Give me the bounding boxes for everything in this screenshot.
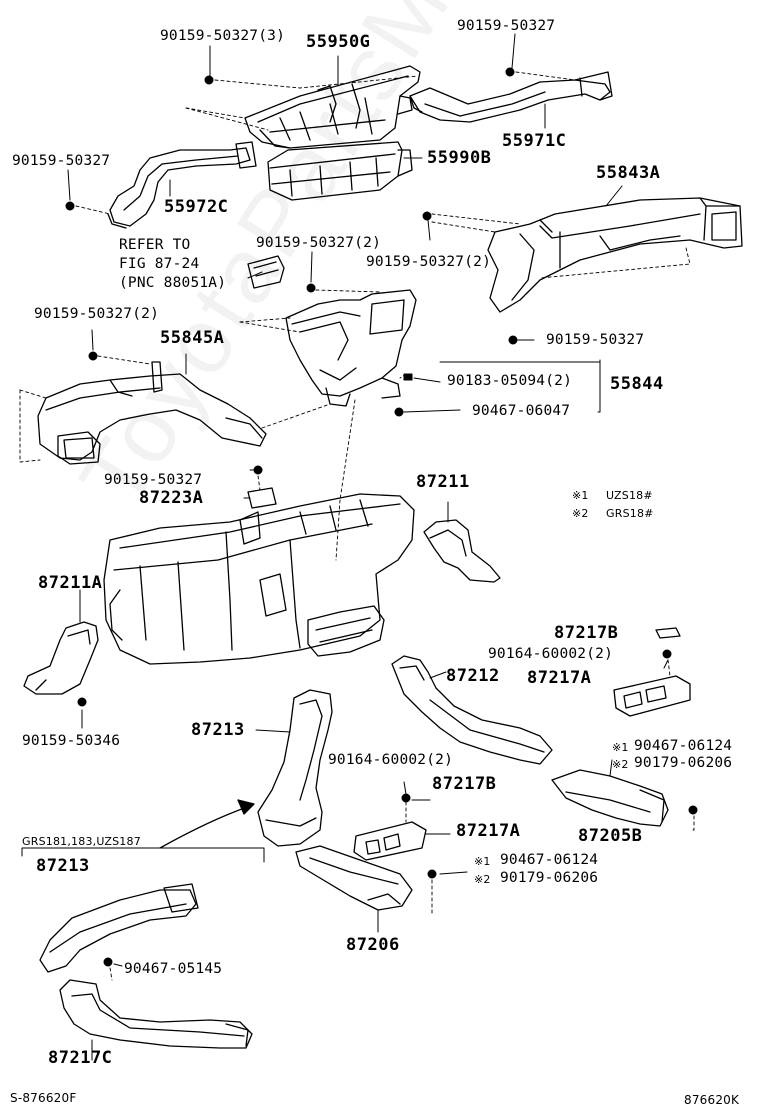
fastener-label: 90467-06124: [500, 852, 599, 868]
part-87211A-drawing: [23, 621, 99, 695]
part-87223A-drawing: [247, 487, 277, 509]
fastener-label: 90159-50346: [22, 733, 121, 749]
note-mark: ※2: [572, 507, 589, 520]
note-mark: ※2: [612, 758, 629, 771]
fastener-label: 90467-06124: [634, 738, 733, 754]
part-55950G-drawing: [244, 65, 421, 149]
fastener-label: 90183-05094(2): [447, 373, 573, 389]
part-label: 87211A: [38, 573, 103, 593]
fastener-label: 90179-06206: [634, 755, 733, 771]
part-87211-drawing: [423, 519, 501, 583]
part-87205B-drawing: [551, 769, 669, 827]
note-mark: ※1: [474, 855, 491, 868]
bolt-icon: [508, 335, 518, 345]
part-87213-variant-drawing: [39, 883, 199, 973]
bolt-icon: [394, 407, 404, 417]
part-55972C-drawing: [107, 141, 257, 229]
part-label: 87223A: [139, 488, 204, 508]
part-87217B-upper-drawing: [655, 627, 681, 639]
part-87217C-drawing: [59, 979, 253, 1049]
part-label: 87217C: [48, 1048, 113, 1068]
fastener-label: 90159-50327(2): [256, 235, 382, 251]
part-55844-drawing: [285, 289, 417, 407]
note-text: UZS18#: [606, 489, 653, 502]
clip-icon: [403, 373, 413, 381]
part-label: 87217A: [456, 821, 521, 841]
refer-text: (PNC 88051A): [119, 275, 227, 291]
fastener-label: 90164-60002(2): [488, 646, 614, 662]
part-55971C-drawing: [409, 71, 613, 123]
fastener-label: 90159-50327: [546, 332, 645, 348]
part-label: 87206: [346, 935, 400, 955]
part-55845A-drawing: [37, 361, 267, 465]
variant-bracket: [21, 847, 265, 863]
part-label: 55990B: [427, 148, 492, 168]
part-87217A-upper-drawing: [613, 675, 691, 717]
fastener-label: 90164-60002(2): [328, 752, 454, 768]
refer-text: REFER TO: [119, 237, 191, 253]
part-label: 87205B: [578, 826, 643, 846]
variant-label: GRS181,183,UZS187: [22, 835, 141, 848]
bolt-icon: [688, 805, 698, 815]
part-87212-drawing: [391, 655, 553, 765]
part-87213-upper-drawing: [257, 689, 333, 847]
footer-right-code: 876620K: [684, 1093, 740, 1107]
refer-text: FIG 87-24: [119, 256, 200, 272]
bolt-icon: [65, 201, 75, 211]
part-label: 87213: [191, 720, 245, 740]
part-88051A-drawing: [247, 255, 285, 289]
part-label: 87217B: [432, 774, 497, 794]
part-87217A-lower-drawing: [353, 821, 427, 861]
part-label: 55972C: [164, 197, 229, 217]
bolt-icon: [204, 75, 214, 85]
part-label: 55845A: [160, 328, 225, 348]
part-87206-drawing: [295, 845, 413, 911]
footer-left-code: S-876620F: [10, 1091, 77, 1105]
note-text: GRS18#: [606, 507, 654, 520]
variant-arrow-head: [237, 799, 255, 815]
part-label: 87213: [36, 856, 90, 876]
part-label: 87217A: [527, 668, 592, 688]
fastener-label: 90467-06047: [472, 403, 571, 419]
fastener-label: 90159-50327(2): [34, 306, 160, 322]
bolt-icon: [88, 351, 98, 361]
fastener-label: 90159-50327(2): [366, 254, 492, 270]
heater-unit-drawing: [103, 493, 415, 665]
note-mark: ※1: [612, 741, 629, 754]
fastener-label: 90159-50327: [457, 18, 556, 34]
bolt-icon: [401, 793, 411, 803]
bolt-icon: [662, 649, 672, 659]
part-label: 87212: [446, 666, 500, 686]
note-mark: ※1: [572, 489, 589, 502]
bolt-icon: [422, 211, 432, 221]
fastener-label: 90159-50327: [104, 472, 203, 488]
part-label: 87211: [416, 472, 470, 492]
fastener-label: 90467-05145: [124, 961, 223, 977]
bolt-icon: [103, 957, 113, 967]
part-label: 55950G: [306, 32, 371, 52]
bolt-icon: [505, 67, 515, 77]
fastener-label: 90179-06206: [500, 870, 599, 886]
bolt-icon: [77, 697, 87, 707]
variant-arrow: [159, 805, 251, 849]
part-label: 55844: [610, 374, 664, 394]
note-mark: ※2: [474, 873, 491, 886]
leader-lines: [67, 33, 669, 1061]
part-label: 55843A: [596, 163, 661, 183]
fastener-label: 90159-50327: [12, 153, 111, 169]
bolt-icon: [306, 283, 316, 293]
dashed-lines: [19, 71, 695, 981]
part-label: 55971C: [502, 131, 567, 151]
fastener-label: 90159-50327(3): [160, 28, 286, 44]
bolt-icons: [65, 67, 698, 967]
part-55843A-drawing: [487, 197, 743, 313]
part-55990B-drawing: [267, 141, 413, 201]
bolt-icon: [427, 869, 437, 879]
part-label: 87217B: [554, 623, 619, 643]
